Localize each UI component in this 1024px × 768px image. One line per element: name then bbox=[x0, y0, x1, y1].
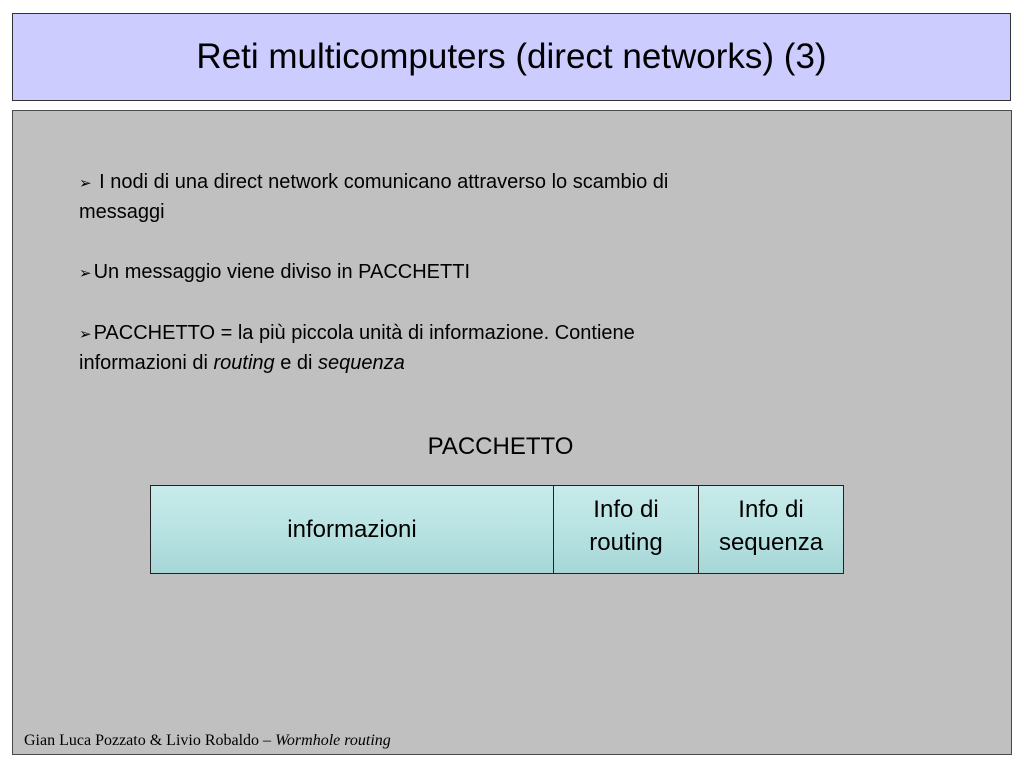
packet-cell-info-text: informazioni bbox=[287, 516, 417, 543]
bullet-packet-line2-pre: informazioni di bbox=[79, 352, 214, 374]
slide-footer: Gian Luca Pozzato & Livio Robaldo – Worm… bbox=[24, 732, 391, 750]
bullet-nodes-line2: messaggi bbox=[79, 201, 165, 223]
arrow-bullet-icon: ➢ bbox=[79, 326, 92, 343]
footer-topic: Wormhole routing bbox=[275, 732, 391, 749]
bullet-message: ➢Un messaggio viene diviso in PACCHETTI bbox=[79, 258, 879, 288]
packet-cell-routing-line1: Info di bbox=[593, 496, 659, 523]
packet-cell-sequence-line2: sequenza bbox=[718, 529, 824, 556]
packet-label: PACCHETTO bbox=[427, 433, 574, 460]
bullet-packet-line1: PACCHETTO = la più piccola unità di info… bbox=[93, 322, 635, 344]
bullet-packet-line2-mid: e di bbox=[274, 352, 319, 374]
packet-cell-sequence: Info di sequenza bbox=[699, 486, 843, 573]
footer-authors: Gian Luca Pozzato & Livio Robaldo – bbox=[24, 732, 276, 749]
arrow-bullet-icon: ➢ bbox=[79, 175, 92, 192]
bullet-message-text: Un messaggio viene diviso in PACCHETTI bbox=[93, 261, 471, 283]
bullet-packet-sequence: sequenza bbox=[318, 352, 405, 374]
bullet-nodes: ➢ I nodi di una direct network comunican… bbox=[79, 168, 879, 227]
packet-cell-routing-line2: routing bbox=[589, 529, 663, 556]
bullet-packet-routing: routing bbox=[213, 352, 275, 374]
content-panel: ➢ I nodi di una direct network comunican… bbox=[12, 110, 1012, 755]
bullet-packet: ➢PACCHETTO = la più piccola unità di inf… bbox=[79, 319, 879, 378]
slide-title: Reti multicomputers (direct networks) (3… bbox=[196, 37, 827, 76]
packet-diagram: informazioni Info di routing Info di seq… bbox=[150, 485, 844, 574]
arrow-bullet-icon: ➢ bbox=[79, 265, 92, 282]
packet-cell-routing: Info di routing bbox=[554, 486, 699, 573]
bullet-nodes-line1: I nodi di una direct network comunicano … bbox=[99, 171, 669, 193]
title-bar: Reti multicomputers (direct networks) (3… bbox=[12, 13, 1011, 101]
packet-cell-sequence-line1: Info di bbox=[738, 496, 804, 523]
packet-cell-info: informazioni bbox=[151, 486, 554, 573]
